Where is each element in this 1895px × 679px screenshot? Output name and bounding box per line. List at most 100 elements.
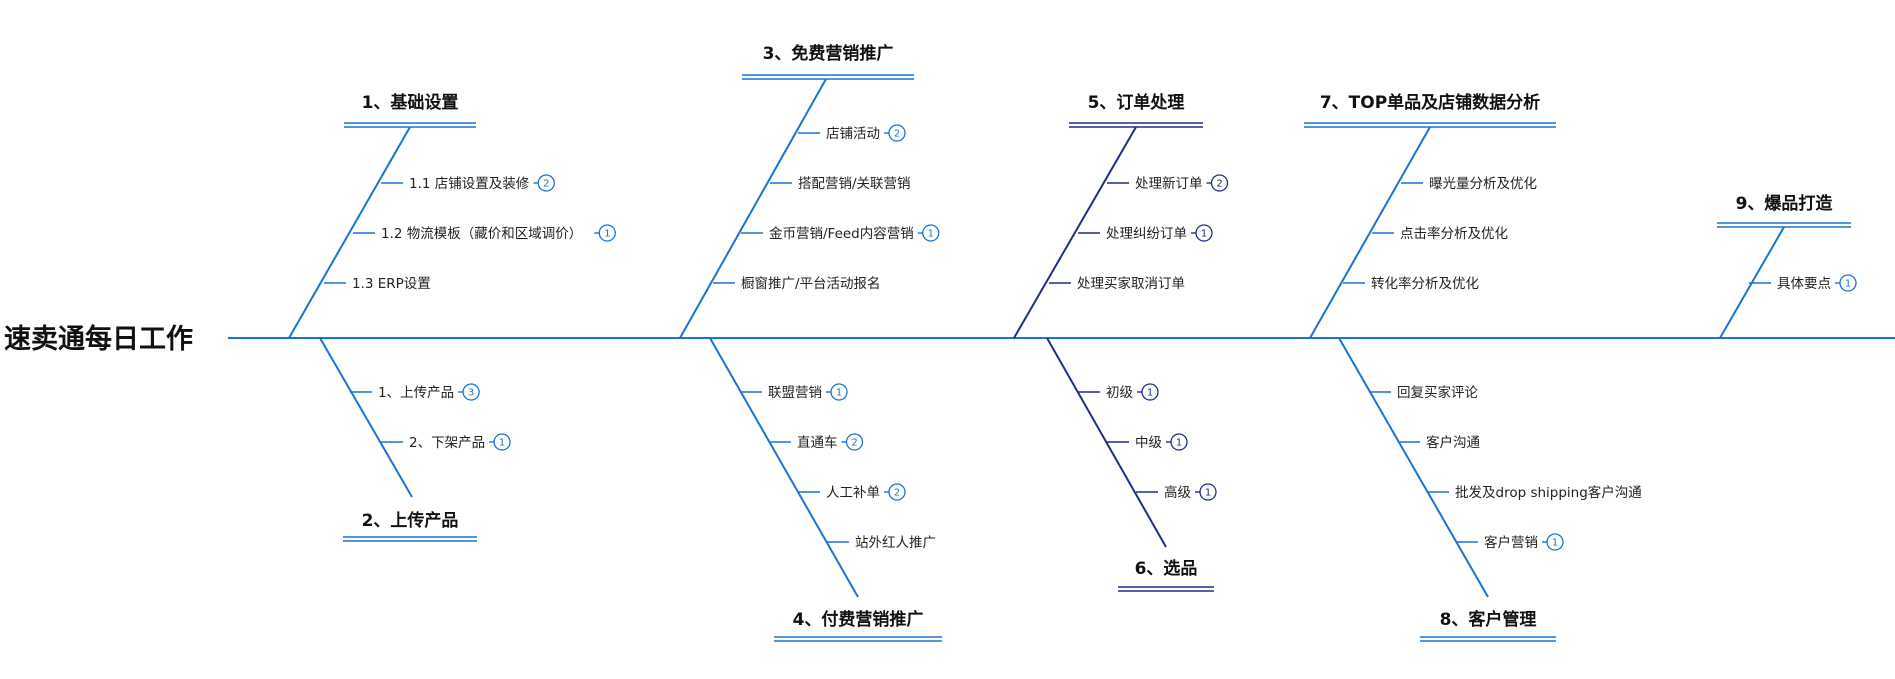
sub-item-label[interactable]: 回复买家评论 [1397,384,1478,401]
branch-label[interactable]: 2、上传产品 [362,510,459,531]
sub-item[interactable]: 中级 1 [1107,433,1188,451]
branch-label[interactable]: 7、TOP单品及店铺数据分析 [1320,92,1540,113]
sub-item-label[interactable]: 1.3 ERP设置 [352,276,431,292]
branch-label[interactable]: 4、付费营销推广 [793,609,924,630]
sub-item[interactable]: 曝光量分析及优化 [1401,176,1537,192]
sub-item[interactable]: 客户沟通 [1398,434,1480,451]
sub-item-label[interactable]: 2、下架产品 [409,435,485,451]
sub-item-label[interactable]: 1.2 物流模板（藏价和区域调价） [381,226,582,242]
count-badge[interactable] [1199,483,1217,501]
count-badge[interactable] [598,224,616,242]
count-badge[interactable] [493,433,511,451]
sub-item[interactable]: 1.3 ERP设置 [324,276,431,292]
sub-item[interactable]: 客户营销 1 [1456,533,1564,551]
count-badge[interactable] [845,433,864,451]
count-badge[interactable] [888,483,906,501]
count-badge-number: 2 [894,129,900,140]
count-badge[interactable] [830,383,848,401]
count-badge[interactable] [537,174,555,192]
sub-item[interactable]: 联盟营销 1 [740,383,848,401]
count-badge[interactable] [888,124,906,142]
sub-item[interactable]: 站外红人推广 [827,535,936,551]
sub-item[interactable]: 转化率分析及优化 [1343,275,1479,292]
sub-item-label[interactable]: 联盟营销 [768,385,822,401]
branch-bone-line [288,126,411,339]
count-badge-number: 2 [851,438,857,449]
sub-item-label[interactable]: 搭配营销/关联营销 [798,176,911,192]
count-badge[interactable] [1546,533,1564,551]
sub-item-label[interactable]: 橱窗推广/平台活动报名 [741,275,881,292]
sub-item[interactable]: 处理纠纷订单 1 [1078,224,1213,242]
branch-label[interactable]: 9、爆品打造 [1736,193,1834,214]
sub-item-label[interactable]: 转化率分析及优化 [1371,275,1479,292]
sub-item-label[interactable]: 高级 [1164,484,1192,501]
sub-item-label[interactable]: 批发及drop shipping客户沟通 [1455,484,1642,501]
sub-item[interactable]: 店铺活动 2 [798,124,906,142]
count-badge[interactable] [1195,224,1213,242]
branch-label[interactable]: 8、客户管理 [1440,609,1537,630]
branch-bone-line [319,337,413,498]
sub-item[interactable]: 处理买家取消订单 [1049,275,1185,292]
sub-item[interactable]: 回复买家评论 [1369,384,1478,401]
branch-label[interactable]: 5、订单处理 [1088,92,1185,113]
count-badge-number: 1 [1552,538,1558,549]
count-badge[interactable] [1170,433,1188,451]
sub-item[interactable]: 高级 1 [1136,483,1217,501]
count-badge[interactable] [1141,383,1159,401]
count-badge[interactable] [462,383,480,401]
sub-item-label[interactable]: 曝光量分析及优化 [1429,176,1537,192]
diagram-title: 速卖通每日工作 [4,323,193,355]
branch-bone-line [1338,337,1489,598]
sub-item-label[interactable]: 店铺活动 [826,126,880,142]
count-badge[interactable] [922,224,940,242]
sub-item[interactable]: 直通车 2 [769,433,864,451]
sub-item-label[interactable]: 人工补单 [826,485,880,501]
sub-item-label[interactable]: 1、上传产品 [378,385,454,401]
count-badge[interactable] [1210,174,1229,192]
count-badge[interactable] [1839,274,1857,292]
sub-item-label[interactable]: 处理纠纷订单 [1106,226,1187,242]
sub-item[interactable]: 2、下架产品 1 [381,433,511,451]
sub-item-label[interactable]: 处理新订单 [1135,176,1203,192]
sub-item-label[interactable]: 具体要点 [1777,276,1831,292]
sub-item[interactable]: 1.2 物流模板（藏价和区域调价） 1 [353,224,616,242]
sub-item-label[interactable]: 1.1 店铺设置及装修 [409,176,530,192]
sub-item-label[interactable]: 客户营销 [1484,534,1538,551]
branch-label[interactable]: 3、免费营销推广 [763,43,894,64]
count-badge-number: 1 [1176,438,1182,449]
sub-item[interactable]: 批发及drop shipping客户沟通 [1427,484,1642,501]
sub-item-label[interactable]: 处理买家取消订单 [1077,275,1185,292]
sub-item-label[interactable]: 直通车 [797,434,838,451]
count-badge-number: 1 [499,438,505,449]
count-badge-number: 1 [836,388,842,399]
count-badge-number: 1 [604,229,610,240]
sub-item[interactable]: 点击率分析及优化 [1372,225,1508,242]
branch-label[interactable]: 1、基础设置 [362,92,459,113]
sub-item-label[interactable]: 点击率分析及优化 [1400,225,1508,242]
sub-item[interactable]: 搭配营销/关联营销 [770,176,911,192]
sub-item-label[interactable]: 初级 [1106,384,1134,401]
count-badge-number: 1 [1201,229,1207,240]
sub-item-label[interactable]: 客户沟通 [1426,434,1480,451]
count-badge-number: 1 [1205,488,1211,499]
sub-item-label[interactable]: 金币营销/Feed内容营销 [769,225,914,242]
sub-item[interactable]: 橱窗推广/平台活动报名 [713,275,881,292]
branch-label[interactable]: 6、选品 [1135,559,1198,579]
sub-item-label[interactable]: 中级 [1135,435,1163,451]
branch-bone-line [1309,126,1431,339]
sub-item-label[interactable]: 站外红人推广 [855,535,936,551]
